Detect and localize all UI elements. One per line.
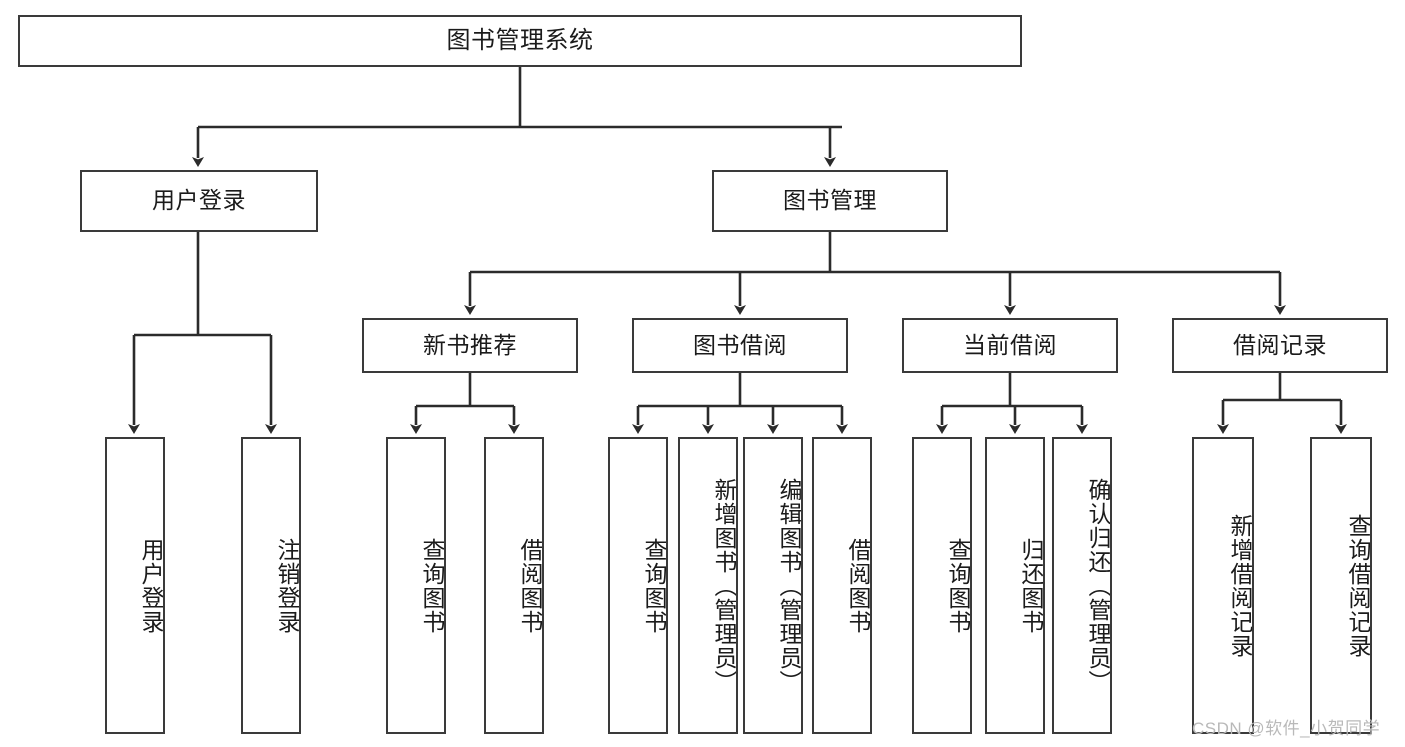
node-current-borrow[interactable]: 当前借阅 bbox=[902, 318, 1118, 373]
node-label: 图书借阅 bbox=[693, 331, 787, 358]
node-leaf-user-logout[interactable]: 注销登录 bbox=[241, 437, 301, 734]
node-label: 新增借阅记录 bbox=[1227, 513, 1253, 658]
node-leaf-query-book-borrow[interactable]: 查询图书 bbox=[608, 437, 668, 734]
node-user-login[interactable]: 用户登录 bbox=[80, 170, 318, 232]
node-leaf-edit-book-admin[interactable]: 编辑图书（管理员） bbox=[743, 437, 803, 734]
node-label: 查询图书 bbox=[945, 537, 971, 634]
node-leaf-add-book-admin[interactable]: 新增图书（管理员） bbox=[678, 437, 738, 734]
node-label: 当前借阅 bbox=[963, 331, 1057, 358]
node-leaf-query-borrow-record[interactable]: 查询借阅记录 bbox=[1310, 437, 1372, 734]
node-label: 查询借阅记录 bbox=[1345, 513, 1371, 658]
node-label: 新书推荐 bbox=[423, 331, 517, 358]
node-label: 借阅记录 bbox=[1233, 331, 1327, 358]
node-leaf-query-book-recommend[interactable]: 查询图书 bbox=[386, 437, 446, 734]
node-label: 借阅图书 bbox=[517, 537, 543, 634]
node-label: 查询图书 bbox=[419, 537, 445, 634]
node-label: 新增图书（管理员） bbox=[711, 477, 737, 694]
node-borrow-record[interactable]: 借阅记录 bbox=[1172, 318, 1388, 373]
node-leaf-borrow-book[interactable]: 借阅图书 bbox=[812, 437, 872, 734]
node-label: 归还图书 bbox=[1018, 537, 1044, 634]
node-leaf-query-book-current[interactable]: 查询图书 bbox=[912, 437, 972, 734]
node-label: 图书管理 bbox=[783, 187, 877, 214]
node-root-system[interactable]: 图书管理系统 bbox=[18, 15, 1022, 67]
node-leaf-user-login[interactable]: 用户登录 bbox=[105, 437, 165, 734]
node-label: 用户登录 bbox=[152, 187, 246, 214]
node-book-borrow[interactable]: 图书借阅 bbox=[632, 318, 848, 373]
node-book-manage[interactable]: 图书管理 bbox=[712, 170, 948, 232]
node-label: 编辑图书（管理员） bbox=[776, 477, 802, 694]
node-leaf-add-borrow-record[interactable]: 新增借阅记录 bbox=[1192, 437, 1254, 734]
node-leaf-return-book[interactable]: 归还图书 bbox=[985, 437, 1045, 734]
node-label: 确认归还（管理员） bbox=[1085, 477, 1111, 694]
node-label: 注销登录 bbox=[274, 537, 300, 634]
csdn-watermark: CSDN @软件_小贺同学 bbox=[1192, 719, 1381, 738]
node-label: 用户登录 bbox=[138, 537, 164, 634]
node-label: 借阅图书 bbox=[845, 537, 871, 634]
node-leaf-borrow-book-recommend[interactable]: 借阅图书 bbox=[484, 437, 544, 734]
node-new-book-recommend[interactable]: 新书推荐 bbox=[362, 318, 578, 373]
node-leaf-confirm-return-admin[interactable]: 确认归还（管理员） bbox=[1052, 437, 1112, 734]
node-label: 图书管理系统 bbox=[446, 26, 594, 54]
node-label: 查询图书 bbox=[641, 537, 667, 634]
